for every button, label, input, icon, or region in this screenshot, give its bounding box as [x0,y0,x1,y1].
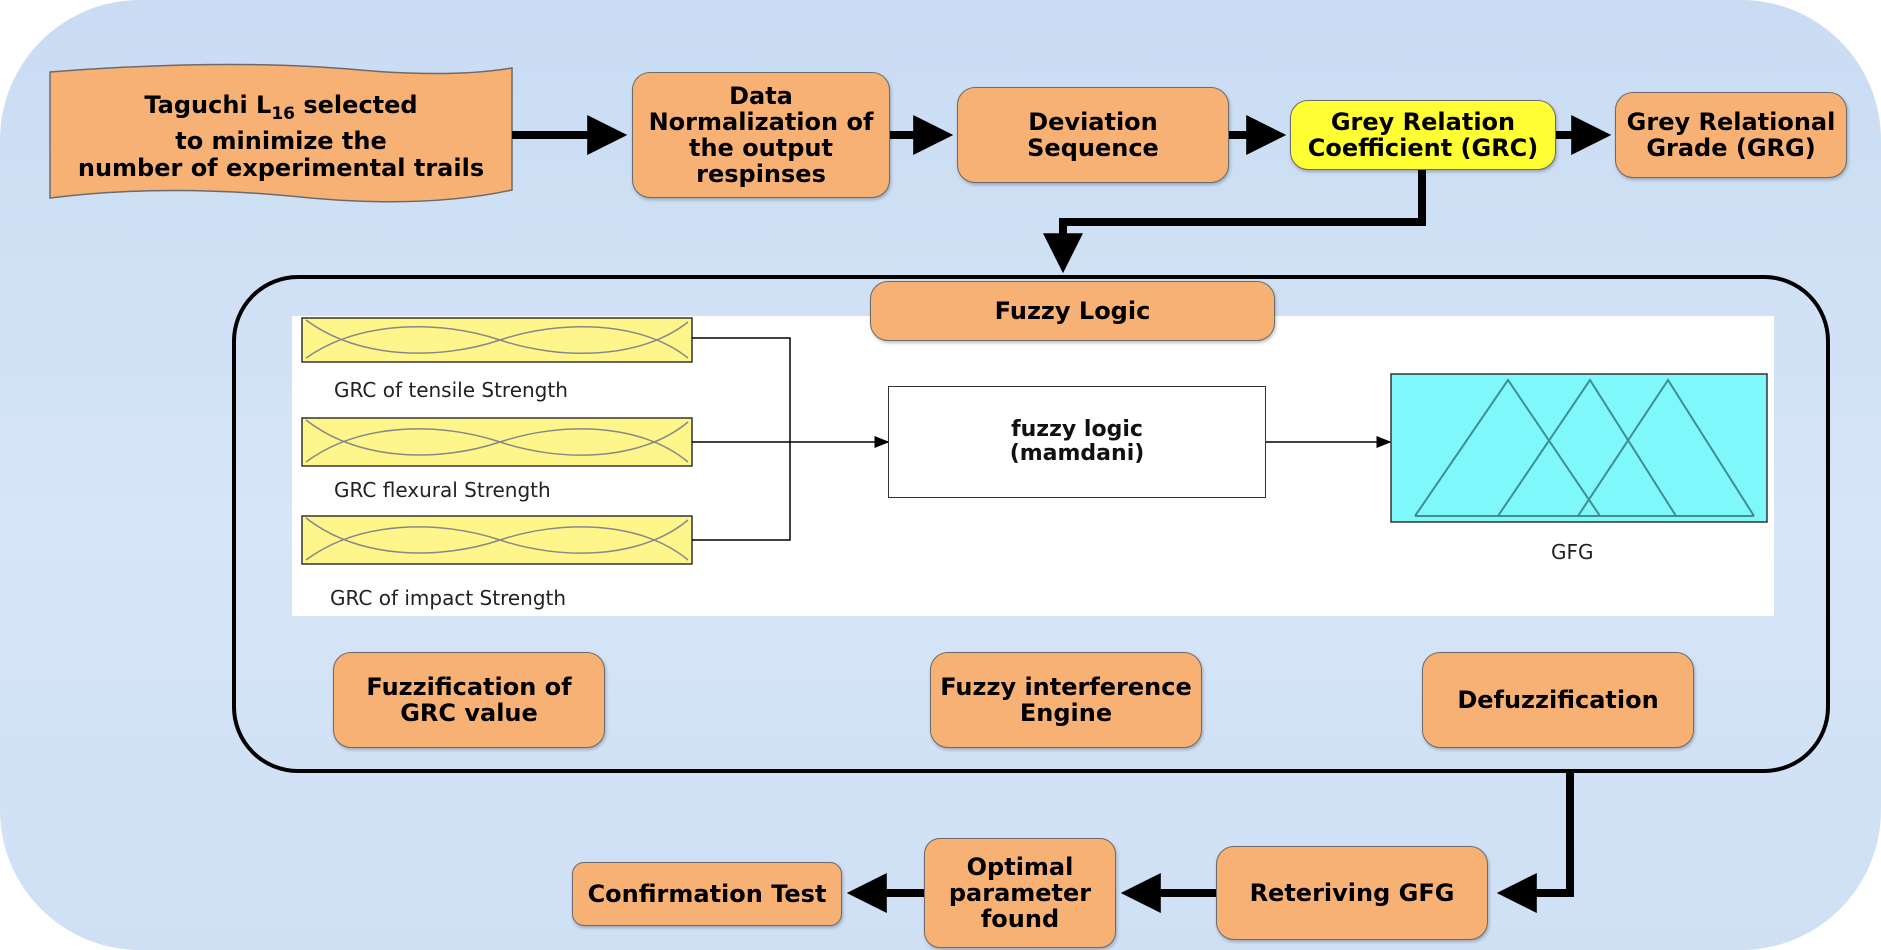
input-mf-tensile-curves [305,319,689,359]
start-line1-rest: selected [295,91,418,119]
defuzzification-node: Defuzzification [1422,652,1694,748]
input-connector-lines [692,337,791,541]
fuzzification-node: Fuzzification of GRC value [333,652,605,748]
output-mf [1390,373,1768,523]
arrow-fuzzy-to-retrieving [1496,773,1574,913]
normalization-node: Data Normalization of the output respins… [632,72,890,198]
retrieving-gfg-node: Reteriving GFG [1216,846,1488,940]
start-subscript: 16 [271,103,296,124]
input-label-impact: GRC of impact Strength [330,586,567,610]
deviation-node: Deviation Sequence [957,87,1229,183]
input-mf-impact [301,515,693,565]
input-label-tensile: GRC of tensile Strength [334,378,568,402]
confirmation-test-node: Confirmation Test [572,862,842,926]
start-line2: to minimize the [175,126,387,155]
arrow-grc-to-fuzzy [1043,170,1426,274]
fuzzy-engine-box: fuzzy logic (mamdani) [888,386,1266,498]
input-mf-tensile [301,317,693,363]
inference-node: Fuzzy interference Engine [930,652,1202,748]
input-mf-impact-curves [305,517,689,561]
fuzzy-logic-title: Fuzzy Logic [870,281,1275,341]
start-document-shape [49,63,513,203]
start-text: Taguchi L16 selected to minimize the num… [50,92,512,182]
input-mf-flexural [301,417,693,467]
fuzzy-logic-frame [232,275,1830,773]
optimal-parameter-node: Optimal parameter found [924,838,1116,948]
grc-node: Grey Relation Coefficient (GRC) [1290,100,1556,170]
output-mf-triangles [1414,378,1755,517]
input-label-flexural: GRC flexural Strength [334,478,551,502]
start-line3: number of experimental trails [77,153,485,182]
start-line1: Taguchi L [144,91,272,119]
grg-node: Grey Relational Grade (GRG) [1615,92,1847,178]
output-label-gfg: GFG [1551,540,1594,564]
input-mf-flexural-curves [305,419,689,463]
